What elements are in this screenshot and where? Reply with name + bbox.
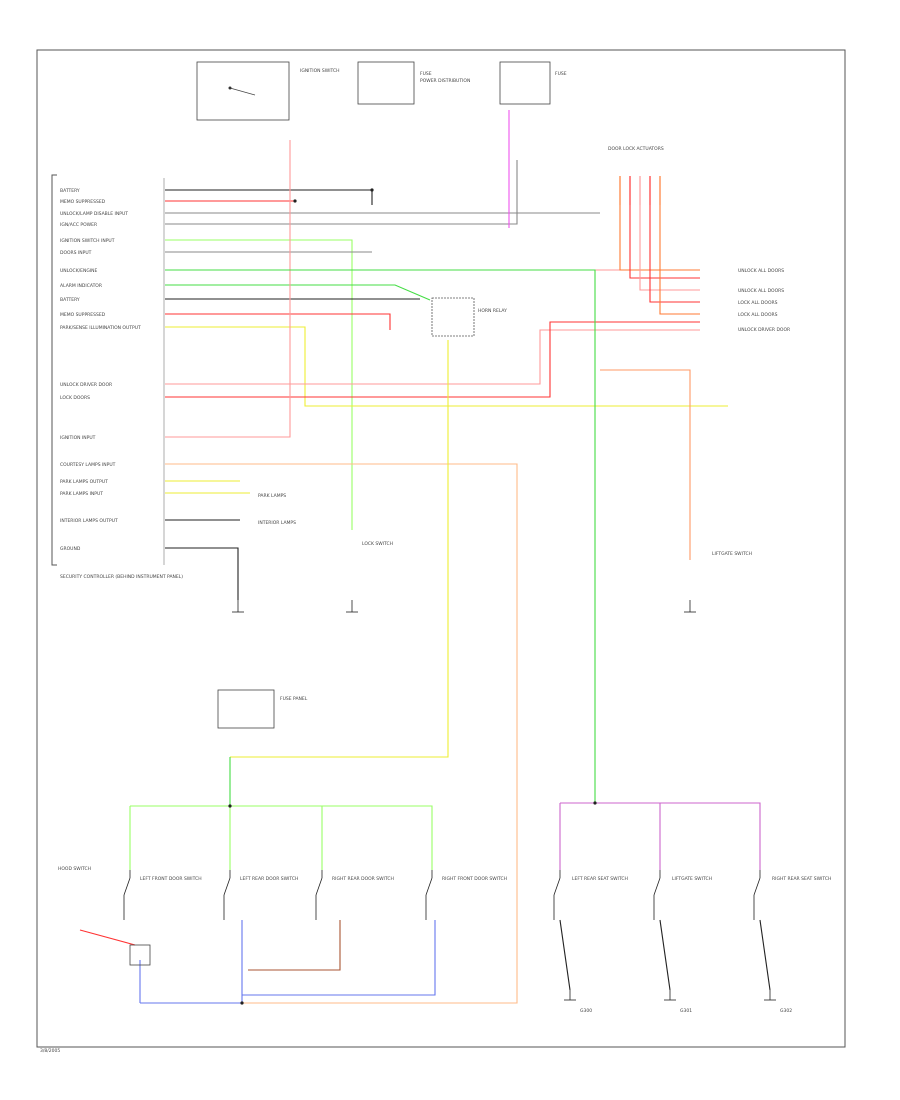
wire-alarm (165, 284, 431, 301)
wire-park (165, 326, 728, 407)
right-label: UNLOCK ALL DOORS (738, 288, 784, 294)
right-label: UNLOCK ALL DOORS (738, 268, 784, 274)
svg-text:HORN RELAY: HORN RELAY (478, 308, 507, 314)
module-pin-label: ALARM INDICATOR (60, 283, 102, 289)
module-caption: SECURITY CONTROLLER (BEHIND INSTRUMENT P… (60, 574, 183, 580)
door-switch-label: LEFT FRONT DOOR SWITCH (140, 876, 202, 882)
module-pin-label: IGNITION SWITCH INPUT (60, 238, 115, 244)
door-switch-label: RIGHT REAR DOOR SWITCH (332, 876, 394, 882)
module-pin-label: COURTESY LAMPS INPUT (60, 462, 116, 468)
hood-switch: HOOD SWITCH (58, 866, 151, 966)
trunk-switch-label: RIGHT REAR SEAT SWITCH (772, 876, 831, 882)
module-pin-label: PARK LAMPS INPUT (60, 491, 103, 497)
svg-text:FUSE PANEL: FUSE PANEL (280, 696, 308, 702)
svg-text:FUSE: FUSE (420, 71, 432, 77)
wire-ground (165, 547, 239, 600)
module-pin-label: GROUND (60, 546, 81, 552)
fuse-box: FUSE (499, 61, 567, 105)
svg-text:POWER DISTRIBUTION: POWER DISTRIBUTION (420, 78, 470, 84)
park-lamps-label: PARK LAMPS (258, 493, 286, 499)
interior-lamps-label: INTERIOR LAMPS (258, 520, 296, 526)
door-switch-label: RIGHT FRONT DOOR SWITCH (442, 876, 507, 882)
module-pin-label: IGN/ACC POWER (60, 222, 97, 228)
wire-memo2 (165, 313, 391, 330)
wire-unlock-driver (165, 329, 700, 385)
trunk-switch-label: LIFTGATE SWITCH (672, 876, 712, 882)
door-lock-actuators: DOOR LOCK ACTUATORS (608, 146, 664, 205)
module-pin-label: PARK/SENSE ILLUMINATION OUTPUT (60, 325, 141, 331)
svg-text:FUSE: FUSE (555, 71, 567, 77)
door-switch: RIGHT REAR DOOR SWITCH (315, 870, 394, 920)
door-switch: RIGHT FRONT DOOR SWITCH (425, 870, 507, 920)
module-pin-label: BATTERY (60, 297, 80, 303)
module-pin-label: IGNITION INPUT (60, 435, 96, 441)
ignition-switch: IGNITION SWITCH (196, 61, 340, 121)
wire-courtesy (165, 463, 518, 1004)
wire-ignsw (165, 239, 353, 530)
door-switch: LEFT REAR DOOR SWITCH (223, 870, 298, 920)
door-switches: LEFT FRONT DOOR SWITCH LEFT REAR DOOR SWI… (123, 870, 507, 920)
splices (228, 188, 597, 1005)
trunk-switch-label: LEFT REAR SEAT SWITCH (572, 876, 628, 882)
module-pin-label: PARK LAMPS OUTPUT (60, 479, 108, 485)
right-label: LOCK ALL DOORS (738, 312, 778, 318)
door-switch-label: LEFT REAR DOOR SWITCH (240, 876, 298, 882)
right-label: UNLOCK DRIVER DOOR (738, 327, 790, 333)
module-pin-label: UNLOCK/LAMP DISABLE INPUT (60, 211, 128, 217)
horn-relay: HORN RELAY (431, 297, 507, 337)
ground-symbols (232, 600, 696, 613)
wire-ign (165, 160, 518, 225)
right-label: LOCK ALL DOORS (738, 300, 778, 306)
fuse-block: FUSE POWER DISTRIBUTION (357, 61, 470, 105)
module-pin-label: UNLOCK DRIVER DOOR (60, 382, 112, 388)
right-labels: UNLOCK ALL DOORS UNLOCK ALL DOORS LOCK ALL… (738, 268, 790, 333)
fuse-panel-lower: FUSE PANEL (217, 689, 308, 729)
wires (79, 110, 771, 1004)
ground-caption: G300 (580, 1008, 592, 1014)
security-module: BATTERY MEMO SUPPRESSED UNLOCK/LAMP DISABL… (51, 174, 183, 580)
trunk-switch: LEFT REAR SEAT SWITCH G300 (553, 870, 628, 1014)
module-pin-label: MEMO SUPPRESSED (60, 312, 106, 318)
trunk-switches: LEFT REAR SEAT SWITCH G300 LIFTGATE SWITCH… (553, 870, 831, 1014)
wire-ign-input (165, 140, 291, 438)
ground-caption: G301 (680, 1008, 692, 1014)
svg-text:DOOR LOCK ACTUATORS: DOOR LOCK ACTUATORS (608, 146, 664, 152)
trunk-switch: LIFTGATE SWITCH G301 (653, 870, 712, 1014)
ground-caption: G302 (780, 1008, 792, 1014)
module-pin-label: UNLOCK/ENGINE (60, 268, 98, 274)
module-pin-label: MEMO SUPPRESSED (60, 199, 106, 205)
wire-battery (165, 189, 373, 205)
diagram-frame (36, 49, 846, 1048)
module-pin-label: BATTERY (60, 188, 80, 194)
lock-switch-label: LOCK SWITCH (362, 541, 393, 547)
module-pin-label: LOCK DOORS (60, 395, 90, 401)
wire-lock-doors (165, 321, 700, 398)
svg-text:HOOD SWITCH: HOOD SWITCH (58, 866, 91, 872)
door-switch: LEFT FRONT DOOR SWITCH (123, 870, 202, 920)
svg-text:IGNITION SWITCH: IGNITION SWITCH (300, 68, 340, 74)
module-pin-label: INTERIOR LAMPS OUTPUT (60, 518, 118, 524)
footer-code: 3/8/2005 (40, 1048, 60, 1054)
trunk-switch: RIGHT REAR SEAT SWITCH G302 (753, 870, 831, 1014)
liftgate-switch-label: LIFTGATE SWITCH (712, 551, 752, 557)
module-pin-label: DOORS INPUT (60, 250, 92, 256)
